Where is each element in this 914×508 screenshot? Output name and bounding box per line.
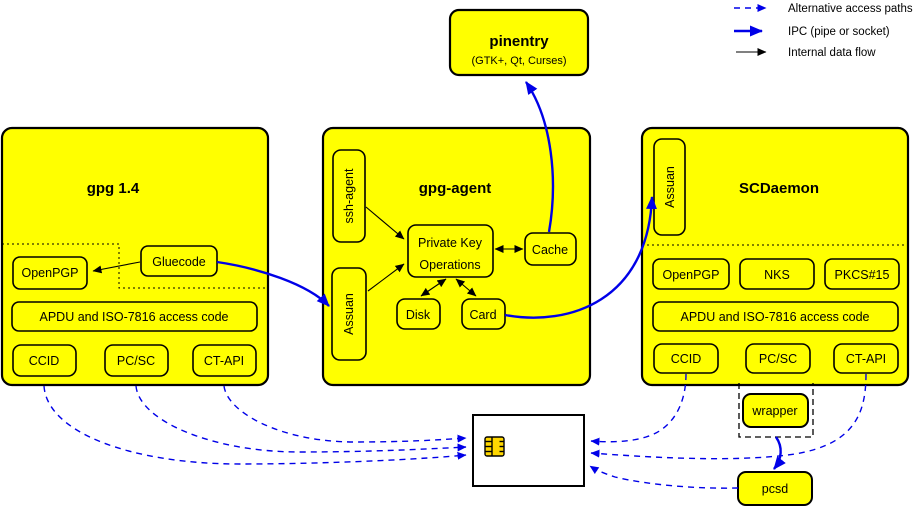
gpg-agent-assuan-node (331, 267, 367, 361)
scdaemon-nks-node (739, 258, 815, 290)
gpg14-openpgp-node (12, 256, 88, 290)
pinentry-subtitle: (GTK+, Qt, Curses) (471, 55, 566, 67)
gpg14-ctapi-node (192, 344, 257, 377)
edge-gluecode-to-openpgp (92, 261, 141, 274)
scdaemon: SCDaemon Assuan OpenPGP NKS PKCS#15 APDU… (642, 138, 908, 374)
gpg14-title: gpg 1.4 (87, 180, 140, 197)
gpg-agent-cache-node (524, 232, 577, 266)
edge-wrapper-to-pcsd-ipc (773, 436, 786, 470)
gpg-agent-pko-line1: Private Key (418, 236, 483, 250)
gpg14-gluecode-node (140, 245, 218, 277)
scdaemon-openpgp-node (652, 258, 730, 290)
scdaemon-ccid-node (653, 343, 719, 374)
gpg-agent-disk-node (396, 298, 441, 330)
edge-cache-to-pinentry-ipc (525, 81, 555, 233)
edge-sshagent-to-pko (365, 206, 405, 240)
gpg14-dotted-divider (2, 243, 268, 289)
scdaemon-pkcs15-node (824, 258, 900, 290)
gpg-agent-disk-label: Disk (406, 308, 431, 322)
edge-gpg14-ccid-to-card-alt (43, 385, 467, 465)
gpg-agent-pko-line2: Operations (419, 258, 480, 272)
scdaemon-apdu-node (652, 301, 899, 332)
legend-label-alternative: Alternative access paths (788, 3, 913, 15)
edge-pko-disk (420, 278, 447, 297)
wrapper-node (742, 393, 809, 428)
gpg14-pcsc-label: PC/SC (117, 354, 155, 368)
gpg-agent-ssh-agent-label: ssh-agent (342, 168, 356, 223)
legend: Alternative access paths IPC (pipe or so… (734, 3, 913, 59)
scdaemon-apdu-label: APDU and ISO-7816 access code (681, 310, 870, 324)
edge-gpg14-pcsc-to-card-alt (135, 385, 467, 453)
scdaemon-nks-label: NKS (764, 268, 790, 282)
scdaemon-pkcs15-label: PKCS#15 (835, 268, 890, 282)
legend-label-internal: Internal data flow (788, 47, 876, 59)
pinentry-title: pinentry (489, 33, 549, 50)
edge-assuan-to-pko (367, 263, 405, 292)
scdaemon-assuan-label: Assuan (663, 166, 677, 208)
scdaemon-title: SCDaemon (739, 180, 819, 197)
gpg-agent-pko-node (407, 224, 494, 278)
gpg14-openpgp-label: OpenPGP (22, 266, 79, 280)
gpg-agent-card-node (461, 298, 506, 330)
gpg-agent-title: gpg-agent (419, 180, 492, 197)
wrapper-pcsd: wrapper pcsd (737, 383, 814, 506)
gpg-agent: gpg-agent ssh-agent Assuan Private Key O… (331, 149, 577, 361)
edge-card-to-scdaemon-assuan-ipc (504, 196, 658, 319)
gpg14-gluecode-label: Gluecode (152, 255, 206, 269)
scdaemon-ctapi-node (833, 343, 899, 374)
gpg-agent-cache-label: Cache (532, 243, 568, 257)
wrapper-label: wrapper (751, 404, 797, 418)
pcsd-label: pcsd (762, 482, 788, 496)
edge-gpg14-ctapi-to-card-alt (223, 385, 467, 443)
gpg14-ctapi-label: CT-API (204, 354, 244, 368)
legend-label-ipc: IPC (pipe or socket) (788, 26, 890, 38)
gpg-agent-ssh-agent-node (332, 149, 366, 243)
smartcard-chip-icon (484, 436, 505, 457)
smartcard (472, 414, 585, 487)
gpg14-ccid-label: CCID (29, 354, 60, 368)
scdaemon-ccid-label: CCID (671, 352, 702, 366)
scdaemon-pcsc-node (745, 343, 811, 374)
edge-scdaemon-ccid-to-card-alt (590, 373, 687, 446)
scdaemon-pcsc-label: PC/SC (759, 352, 797, 366)
scdaemon-openpgp-label: OpenPGP (663, 268, 720, 282)
gpg14-apdu-node (11, 301, 258, 332)
gpg-agent-assuan-label: Assuan (342, 293, 356, 335)
gpg14-pcsc-node (104, 344, 169, 377)
pinentry: pinentry (GTK+, Qt, Curses) (471, 33, 566, 67)
gpg14-apdu-label: APDU and ISO-7816 access code (40, 310, 229, 324)
scdaemon-ctapi-label: CT-API (846, 352, 886, 366)
edge-gluecode-to-gpgagent-assuan-ipc (216, 260, 330, 307)
gpg14-ccid-node (12, 344, 77, 377)
gpg-agent-card-label: Card (469, 308, 496, 322)
edge-pko-card (455, 278, 477, 297)
scdaemon-assuan-node (653, 138, 686, 236)
pinentry-box (448, 8, 590, 77)
edge-scdaemon-ctapi-to-card-alt (590, 373, 867, 460)
edge-pcsd-to-card-alt (589, 465, 739, 489)
gpg14: gpg 1.4 OpenPGP Gluecode APDU and ISO-78… (2, 180, 268, 377)
